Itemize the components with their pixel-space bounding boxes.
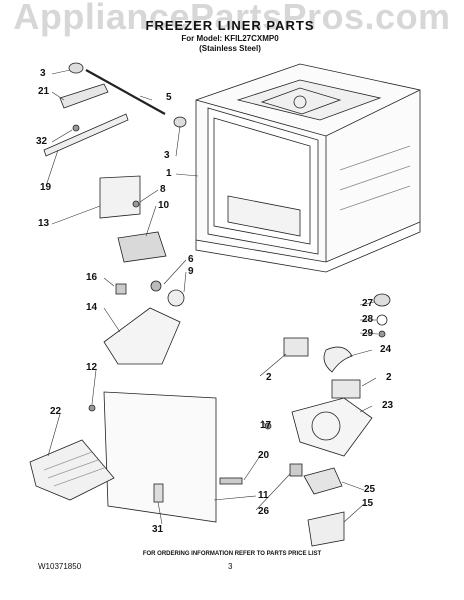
- knob-part-27: [373, 293, 391, 307]
- gasket-part-10: [117, 231, 167, 263]
- clip-part-31: [153, 483, 164, 503]
- callout-21: 21: [38, 86, 50, 97]
- rod-part-5: [85, 69, 166, 115]
- pad-part-2-upper: [283, 337, 309, 357]
- callout-15: 15: [362, 498, 374, 509]
- callout-11: 11: [258, 490, 269, 501]
- cap-part-3-top: [68, 62, 84, 74]
- callout-28: 28: [362, 314, 374, 325]
- fan-blade-part-24: [323, 346, 353, 373]
- tape-part-20: [219, 477, 243, 485]
- callout-12: 12: [86, 362, 98, 373]
- callout-23: 23: [382, 400, 394, 411]
- callout-20: 20: [258, 450, 270, 461]
- callout-32: 32: [36, 136, 48, 147]
- screw-part-32: [72, 124, 80, 132]
- callout-17: 17: [260, 420, 272, 431]
- callout-22: 22: [50, 406, 62, 417]
- housing-part-14: [103, 307, 181, 365]
- bracket-part-21: [59, 83, 109, 109]
- bracket-part-15: [307, 511, 345, 547]
- callout-1: 1: [166, 168, 172, 179]
- callout-31: 31: [152, 524, 164, 535]
- callout-3-top: 3: [40, 68, 46, 79]
- callout-29: 29: [362, 328, 374, 339]
- socket-part-6: [150, 280, 162, 292]
- pad-part-2-lower: [331, 379, 361, 399]
- connector-part-26: [289, 463, 303, 477]
- screw-part-29: [378, 330, 386, 338]
- fan-shroud-part-23: [291, 397, 373, 457]
- model-line: For Model: KFIL27CXMP0: [181, 34, 279, 43]
- lamp-part-9: [167, 289, 185, 307]
- callout-2-left: 2: [266, 372, 272, 383]
- callout-14: 14: [86, 302, 98, 313]
- screw-part-12: [88, 404, 96, 412]
- leader-lines: [45, 69, 379, 525]
- page-number: 3: [228, 562, 233, 571]
- screw-part-17: [264, 422, 272, 430]
- grille-part-22: [29, 439, 115, 501]
- callout-3-lower: 3: [164, 150, 170, 161]
- rail-part-19: [43, 113, 129, 157]
- fan-motor-part-25: [303, 467, 343, 495]
- callout-27: 27: [362, 298, 374, 309]
- cap-part-3-lower: [173, 116, 187, 128]
- diagram-title: FREEZER LINER PARTS: [145, 18, 315, 33]
- callout-16: 16: [86, 272, 98, 283]
- callout-10: 10: [158, 200, 170, 211]
- watermark-text: AppliancePartsPros.com: [13, 0, 451, 37]
- callout-8: 8: [160, 184, 166, 195]
- callout-19: 19: [40, 182, 52, 193]
- callout-13: 13: [38, 218, 50, 229]
- callout-9: 9: [188, 266, 194, 277]
- callout-2-right: 2: [386, 372, 392, 383]
- callout-26: 26: [258, 506, 270, 517]
- callout-6: 6: [188, 254, 194, 265]
- document-number: W10371850: [38, 562, 82, 571]
- callout-24: 24: [380, 344, 392, 355]
- freezer-liner-drawing: [195, 63, 421, 273]
- screw-part-8: [132, 200, 140, 208]
- bracket-part-13: [99, 175, 141, 219]
- callout-5: 5: [166, 92, 172, 103]
- switch-part-16: [115, 283, 127, 295]
- callout-25: 25: [364, 484, 376, 495]
- panel-part-11: [103, 391, 217, 523]
- washer-part-28: [376, 314, 388, 326]
- finish-line: (Stainless Steel): [199, 44, 261, 53]
- ordering-note: FOR ORDERING INFORMATION REFER TO PARTS …: [142, 551, 322, 557]
